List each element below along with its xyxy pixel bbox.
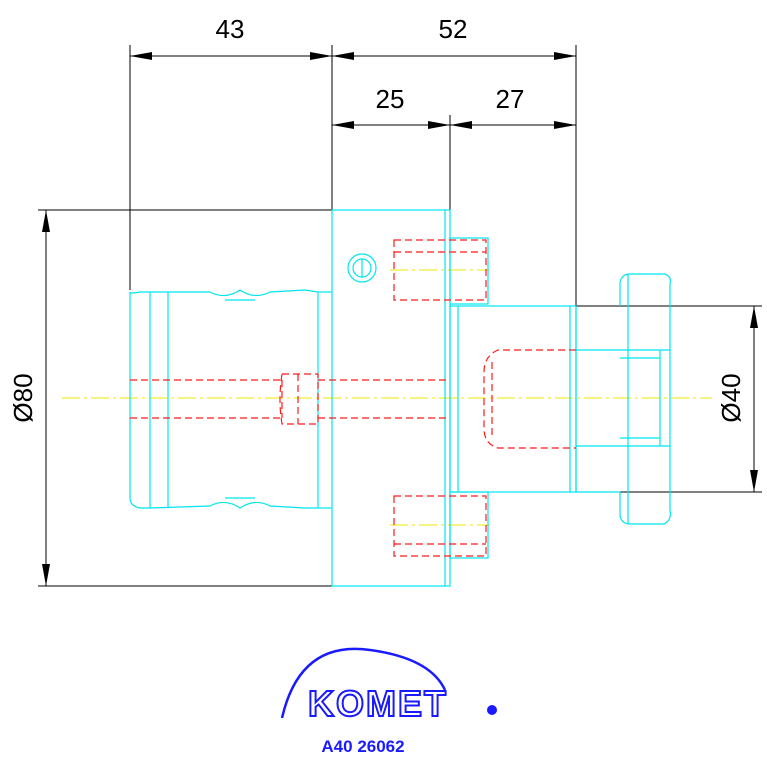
logo-brand-text: KOMET — [308, 683, 448, 724]
hidden-features — [130, 239, 576, 557]
dimension-lines — [38, 45, 762, 587]
part-number-label: A40 26062 — [321, 737, 404, 756]
dim-43-label: 43 — [216, 14, 245, 44]
dim-diameter-40-label: Ø40 — [716, 373, 746, 422]
logo-dot — [487, 705, 497, 715]
dim-27-label: 27 — [496, 84, 525, 114]
logo-arc — [280, 647, 447, 719]
dim-diameter-80-label: Ø80 — [8, 373, 38, 422]
part-outline — [129, 209, 671, 587]
dim-25-label: 25 — [376, 84, 405, 114]
komet-logo: KOMET — [280, 647, 497, 725]
dim-52-label: 52 — [439, 14, 468, 44]
